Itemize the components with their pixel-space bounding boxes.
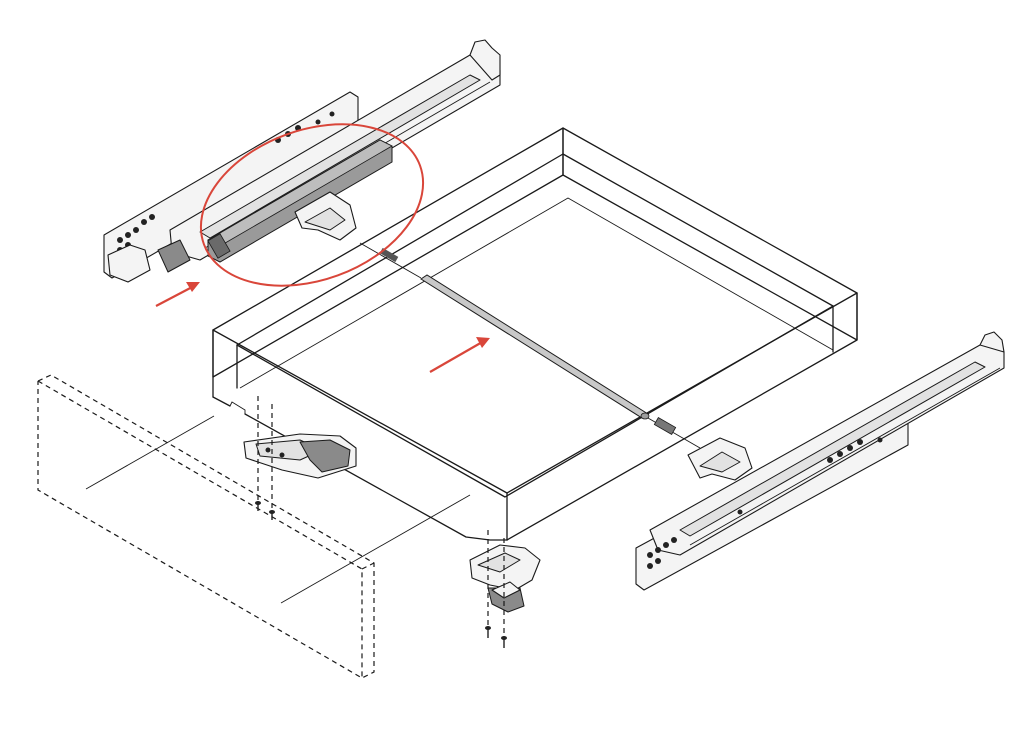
synchronization-rod [359,242,701,449]
screw [255,501,261,511]
screw [269,510,275,520]
front-locking-device-right [469,544,541,613]
right-slide-holes [647,437,883,569]
soft-close-damper [207,139,393,263]
highlight-ellipse [199,123,425,287]
right-runner-slide [635,331,1005,591]
left-runner-slide [103,39,501,283]
mounting-screws [255,396,507,648]
arrow-damper [155,282,200,307]
arrow-sync-rod [429,337,490,373]
drawer-front-panel [37,374,471,679]
front-locking-device-left [243,433,357,479]
screw [501,636,507,648]
drawer-box [212,127,858,541]
screw [485,626,491,638]
